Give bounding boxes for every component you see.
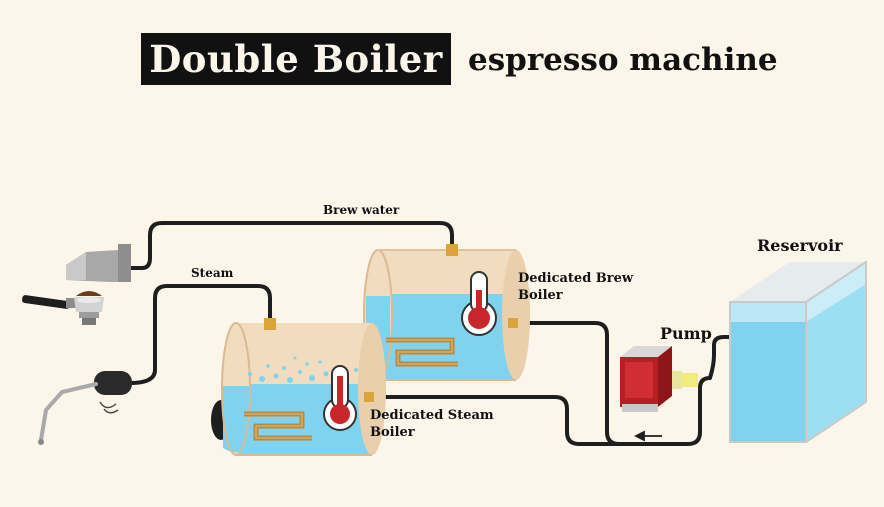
label-steam: Steam — [191, 266, 234, 280]
label-pump: Pump — [660, 324, 712, 343]
steam-wand — [38, 371, 132, 445]
label-brew-water: Brew water — [323, 203, 400, 217]
page-title: Double Boiler — [149, 37, 443, 81]
steam-thermometer — [323, 365, 357, 431]
steam-boiler-return-pipe — [370, 395, 621, 446]
page-subtitle: espresso machine — [468, 42, 778, 78]
brew-boiler-return-pipe — [514, 321, 702, 446]
brew-water-pipe — [128, 221, 454, 332]
espresso-cup-area — [77, 297, 101, 303]
steam-boiler — [211, 318, 386, 456]
group-head — [66, 244, 131, 282]
label-brew-boiler-line2: Boiler — [518, 288, 563, 303]
label-reservoir: Reservoir — [757, 236, 843, 255]
label-brew-boiler: Dedicated Brew Boiler — [518, 270, 633, 304]
steam-bubbles — [248, 356, 358, 383]
pump — [620, 346, 698, 412]
label-brew-boiler-line1: Dedicated Brew — [518, 271, 634, 286]
flow-arrow-bottom-head — [633, 430, 645, 442]
label-steam-boiler-line1: Dedicated Steam — [370, 408, 494, 423]
portafilter — [22, 291, 104, 325]
brew-boiler — [363, 244, 530, 381]
steam-pipe — [128, 284, 272, 385]
label-steam-boiler-line2: Boiler — [370, 425, 415, 440]
label-steam-boiler: Dedicated Steam Boiler — [370, 407, 494, 441]
brew-thermometer — [461, 271, 497, 336]
title-banner: Double Boiler — [141, 33, 451, 85]
reservoir — [729, 260, 867, 443]
